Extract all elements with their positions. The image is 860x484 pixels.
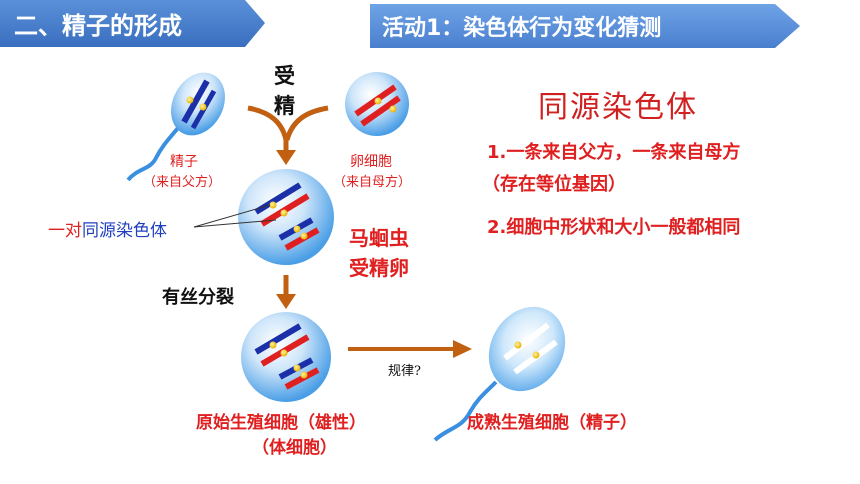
definition-title: 同源染色体: [538, 90, 698, 125]
activity-title-banner: 活动1：染色体行为变化猜测: [370, 4, 800, 48]
egg-origin-label: （来自母方）: [333, 175, 412, 190]
pattern-question-label: 规律?: [388, 364, 421, 379]
mitosis-label: 有丝分裂: [162, 287, 234, 308]
section-title: 二、精子的形成: [14, 12, 182, 40]
fertilization-label-bottom: 精: [274, 93, 295, 118]
somatic-cell-label: （体细胞）: [252, 438, 337, 458]
mature-sperm-cell: [433, 306, 566, 442]
sperm-origin-label: （来自父方）: [143, 175, 222, 190]
homologous-pair-prefix: 一对: [48, 221, 82, 241]
mature-cell-label: 成熟生殖细胞（精子）: [467, 413, 637, 433]
zygote-label-line1: 马蛔虫: [349, 226, 409, 250]
homologous-pointer-lines: [193, 204, 277, 228]
development-arrow: [348, 340, 472, 358]
definition-point1-line1: 1.一条来自父方，一条来自母方: [487, 142, 741, 163]
homologous-pair-term: 同源染色体: [82, 221, 167, 241]
activity-title: 活动1：染色体行为变化猜测: [382, 16, 662, 41]
primordial-germ-cell: [241, 312, 331, 402]
primordial-cell-label: 原始生殖细胞（雄性）: [196, 413, 366, 433]
definition-point1-line2: （存在等位基因）: [482, 174, 626, 195]
definition-point2: 2.细胞中形状和大小一般都相同: [487, 217, 741, 238]
fertilization-label-top: 受: [274, 63, 295, 88]
fertilization-arrow: [247, 105, 329, 165]
mitosis-arrow: [276, 275, 296, 309]
section-title-banner: 二、精子的形成: [0, 0, 265, 47]
egg-cell: [345, 72, 409, 136]
sperm-cell: [126, 72, 225, 182]
egg-label: 卵细胞: [350, 154, 392, 170]
sperm-label: 精子: [170, 154, 198, 170]
zygote-cell: [238, 169, 334, 265]
zygote-label-line2: 受精卵: [349, 256, 409, 280]
homologous-pair-label: 一对同源染色体: [48, 216, 167, 241]
